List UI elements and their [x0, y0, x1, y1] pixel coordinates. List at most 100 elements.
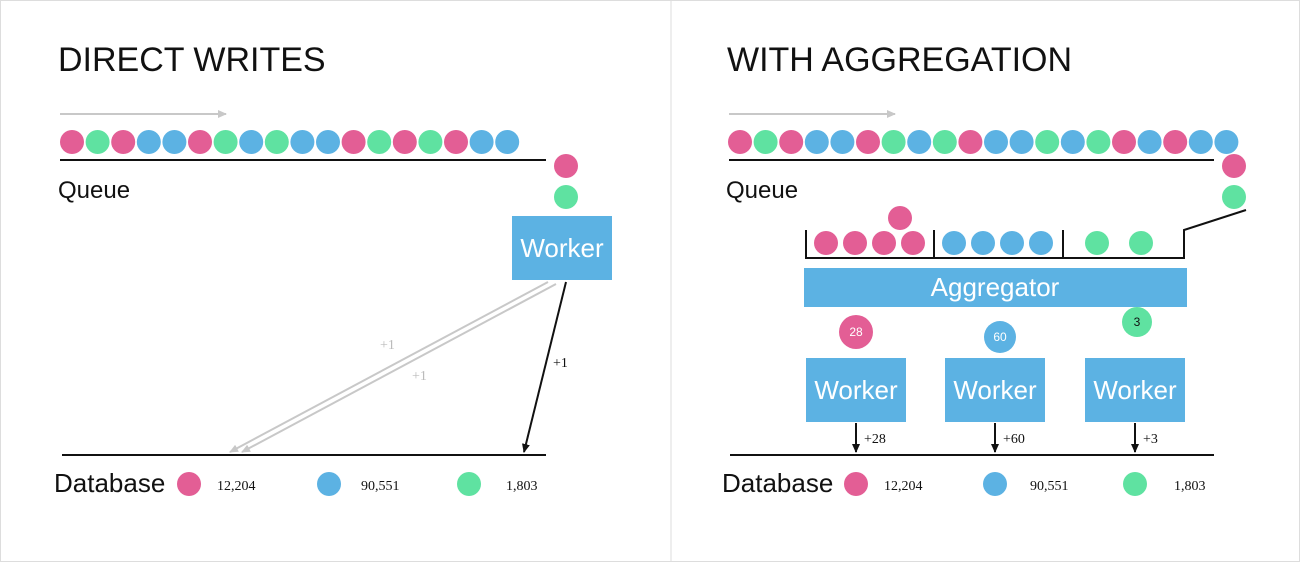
queue-dot-green [881, 130, 906, 154]
queue-dot-green [213, 130, 238, 154]
queue-dot-blue [907, 130, 932, 154]
right-title: WITH AGGREGATION [727, 41, 1072, 79]
right-dequeued-items [1222, 154, 1246, 209]
left-faded-label-1: +1 [380, 338, 395, 353]
worker-box [945, 358, 1045, 422]
queue-dot-pink [779, 130, 804, 154]
queue-dot-green [753, 130, 778, 154]
queue-dot-pink [856, 130, 880, 154]
badge-value-blue: 60 [993, 330, 1007, 344]
queue-dot-green [932, 130, 957, 154]
aggregator-box [804, 268, 1187, 307]
left-queue-items [60, 130, 520, 154]
queue-dot-blue [1137, 130, 1162, 154]
worker-box [806, 358, 906, 422]
queue-dot-pink [1112, 130, 1136, 154]
count-dot-blue [983, 472, 1007, 496]
left-database-label: Database [54, 468, 165, 498]
right-counts: 12,204 90,551 1,803 [844, 472, 1206, 496]
bucket-dot-pink [872, 231, 896, 255]
dequeued-dot-pink [554, 154, 578, 178]
queue-dot-blue [239, 130, 264, 154]
right-workers: Worker +28 Worker +60 Worker +3 [806, 358, 1185, 453]
aggregator-tray [805, 209, 1247, 259]
queue-dot-green [85, 130, 110, 154]
badge-blue [984, 321, 1016, 353]
bucket-dot-green [1129, 231, 1153, 255]
queue-dot-blue [162, 130, 187, 154]
dequeued-dot-green [554, 185, 578, 209]
aggregated-badges: 28 60 3 [839, 307, 1152, 353]
count-value-pink: 12,204 [884, 479, 923, 494]
queue-dot-pink [60, 130, 84, 154]
queue-dot-blue [469, 130, 494, 154]
count-value-pink: 12,204 [217, 479, 256, 494]
dequeued-dot-green [1222, 185, 1246, 209]
count-dot-green [457, 472, 481, 496]
left-title: DIRECT WRITES [58, 41, 326, 79]
queue-dot-blue [804, 130, 829, 154]
bucket-dot-blue [1029, 231, 1053, 255]
queue-dot-blue [830, 130, 855, 154]
badge-pink [839, 315, 873, 349]
aggregator-buckets [814, 206, 1153, 255]
left-faded-arrow-1 [229, 281, 549, 453]
count-value-green: 1,803 [506, 479, 538, 494]
queue-dot-blue [290, 130, 315, 154]
queue-dot-blue [1009, 130, 1034, 154]
left-active-label: +1 [553, 356, 568, 371]
left-dequeued-items [554, 154, 578, 209]
badge-value-pink: 28 [849, 325, 863, 339]
bucket-dot-blue [1000, 231, 1024, 255]
queue-dot-blue [495, 130, 520, 154]
badge-value-green: 3 [1134, 315, 1141, 329]
worker-box [1085, 358, 1185, 422]
queue-dot-green [264, 130, 289, 154]
queue-dot-pink [341, 130, 366, 154]
badge-green [1122, 307, 1152, 337]
queue-dot-blue [316, 130, 340, 154]
worker-label: Worker [953, 375, 1037, 405]
queue-dot-green [418, 130, 443, 154]
bucket-dot-pink [901, 231, 925, 255]
count-value-blue: 90,551 [1030, 479, 1069, 494]
count-dot-green [1123, 472, 1147, 496]
queue-dot-green [1086, 130, 1111, 154]
bucket-dot-pink [843, 231, 867, 255]
left-faded-arrow-2 [241, 283, 557, 453]
left-worker-box [512, 216, 612, 280]
left-panel: DIRECT WRITES Queue Worker +1 +1 +1 Data… [54, 41, 612, 498]
left-faded-label-2: +1 [412, 369, 427, 384]
queue-dot-blue [1188, 130, 1213, 154]
left-active-arrow [522, 281, 567, 453]
queue-dot-pink [444, 130, 468, 154]
aggregator-label: Aggregator [931, 272, 1060, 302]
queue-dot-pink [111, 130, 136, 154]
queue-dot-pink [1163, 130, 1188, 154]
count-dot-blue [317, 472, 341, 496]
queue-dot-pink [728, 130, 752, 154]
count-value-blue: 90,551 [361, 479, 400, 494]
count-value-green: 1,803 [1174, 479, 1206, 494]
queue-dot-blue [1060, 130, 1085, 154]
left-counts: 12,204 90,551 1,803 [177, 472, 538, 496]
worker-label: Worker [814, 375, 898, 405]
bucket-stacked-dot-pink [888, 206, 912, 230]
worker-label: Worker [1093, 375, 1177, 405]
dequeued-dot-pink [1222, 154, 1246, 178]
count-dot-pink [844, 472, 868, 496]
queue-dot-pink [392, 130, 417, 154]
bucket-dot-pink [814, 231, 838, 255]
queue-dot-blue [1214, 130, 1239, 154]
worker-write-label: +3 [1143, 432, 1158, 447]
left-queue-label: Queue [58, 177, 130, 204]
queue-dot-blue [136, 130, 161, 154]
right-queue-label: Queue [726, 177, 798, 204]
queue-dot-pink [958, 130, 983, 154]
worker-write-label: +60 [1003, 432, 1025, 447]
worker-write-label: +28 [864, 432, 886, 447]
left-worker-label: Worker [520, 233, 604, 263]
